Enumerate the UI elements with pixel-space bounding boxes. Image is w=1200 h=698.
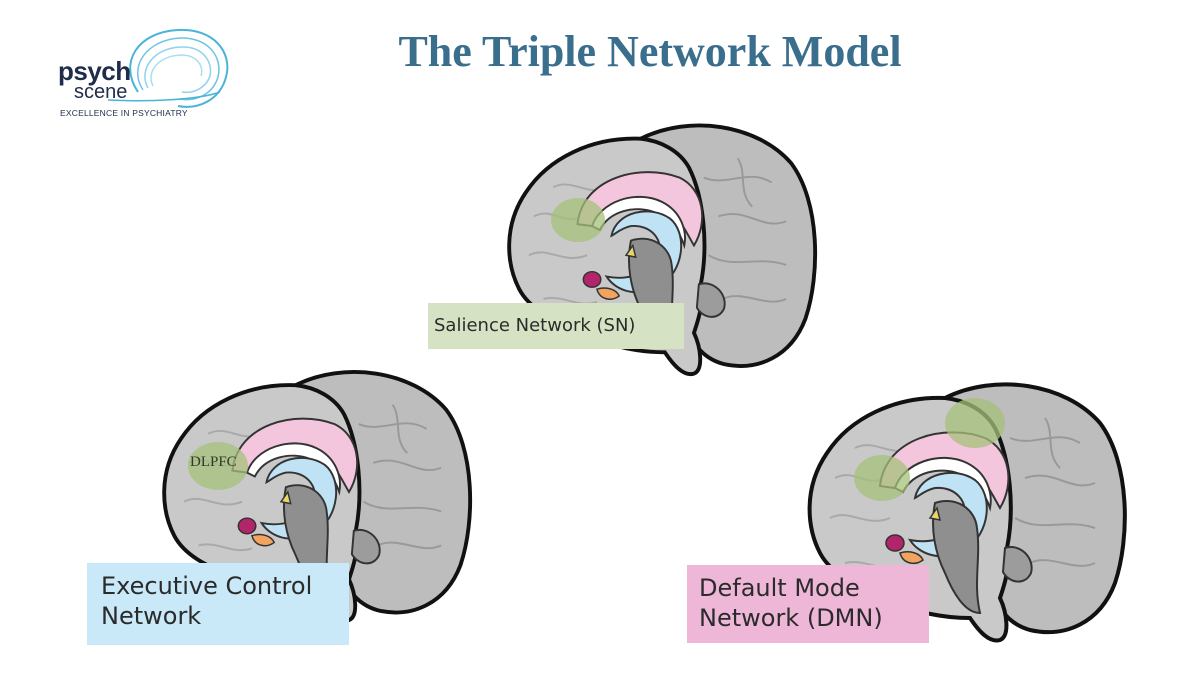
psych-scene-logo: psych scene EXCELLENCE IN PSYCHIATRY — [48, 22, 248, 132]
brain-swirl-logo-icon — [107, 28, 229, 108]
dmn-label-line2: Network (DMN) — [699, 604, 883, 632]
dmn-label-line1: Default Mode — [699, 574, 860, 602]
executive-brain-illustration — [150, 348, 480, 636]
salience-activation-region — [551, 198, 605, 242]
dmn-anterior-activation-region — [854, 455, 910, 501]
salience-brain-illustration — [507, 123, 818, 377]
dlpfc-activation-region — [188, 442, 248, 490]
default-mode-network-label: Default Mode Network (DMN) — [687, 565, 929, 643]
executive-label-line2: Network — [101, 602, 202, 630]
dlpfc-label: DLPFC — [190, 454, 237, 470]
logo-tagline: EXCELLENCE IN PSYCHIATRY — [60, 108, 188, 118]
page-title: The Triple Network Model — [398, 27, 902, 76]
salience-network-label: Salience Network (SN) — [428, 303, 684, 349]
executive-label-line1: Executive Control — [101, 572, 313, 600]
executive-control-network-label: Executive Control Network — [87, 563, 349, 645]
logo-word-psych: psych — [58, 56, 131, 86]
logo-word-scene: scene — [74, 81, 128, 103]
default-mode-brain-illustration — [807, 382, 1127, 643]
dmn-posterior-activation-region — [945, 398, 1005, 448]
